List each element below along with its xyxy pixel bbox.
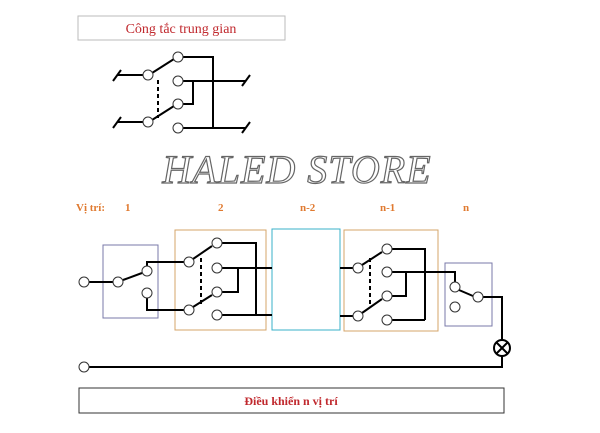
top-title: Công tắc trung gian — [126, 22, 237, 37]
position-1: 1 — [125, 202, 131, 214]
lamp-icon — [493, 339, 511, 357]
intermediate-switch-symbol — [112, 51, 251, 134]
bottom-title: Điều khiển n vị trí — [244, 394, 338, 408]
position-label: Vị trí: — [76, 202, 105, 214]
top-title-box — [77, 15, 286, 41]
intermediate-switch-box-2 — [174, 229, 267, 331]
two-way-switch-box-n — [444, 262, 493, 327]
bottom-title-box — [78, 387, 505, 414]
switch-contacts — [78, 237, 484, 373]
circuit-wires — [89, 242, 503, 368]
position-2: 2 — [218, 202, 224, 214]
position-n-2: n-2 — [300, 202, 316, 214]
intermediate-switch-box-n-1 — [343, 229, 439, 332]
watermark: HALED STORE — [161, 147, 431, 192]
position-n-1: n-1 — [380, 202, 395, 214]
position-n: n — [463, 202, 469, 214]
middle-switches-box — [271, 228, 341, 331]
